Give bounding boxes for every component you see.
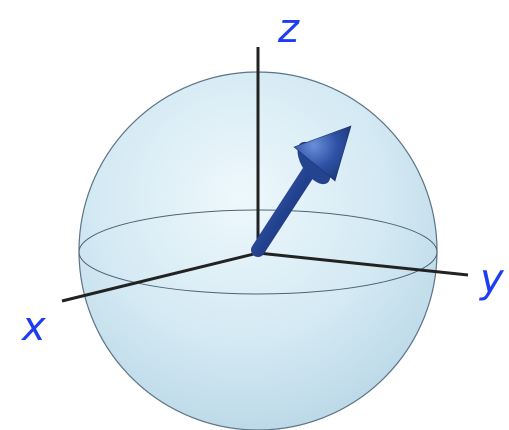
y-axis bbox=[257, 251, 469, 277]
x-axis bbox=[61, 251, 259, 303]
y-axis-label: y bbox=[479, 256, 505, 302]
z-axis-label: z bbox=[277, 6, 300, 52]
state-vector-arrow bbox=[251, 125, 352, 257]
x-axis-label: x bbox=[20, 304, 46, 350]
